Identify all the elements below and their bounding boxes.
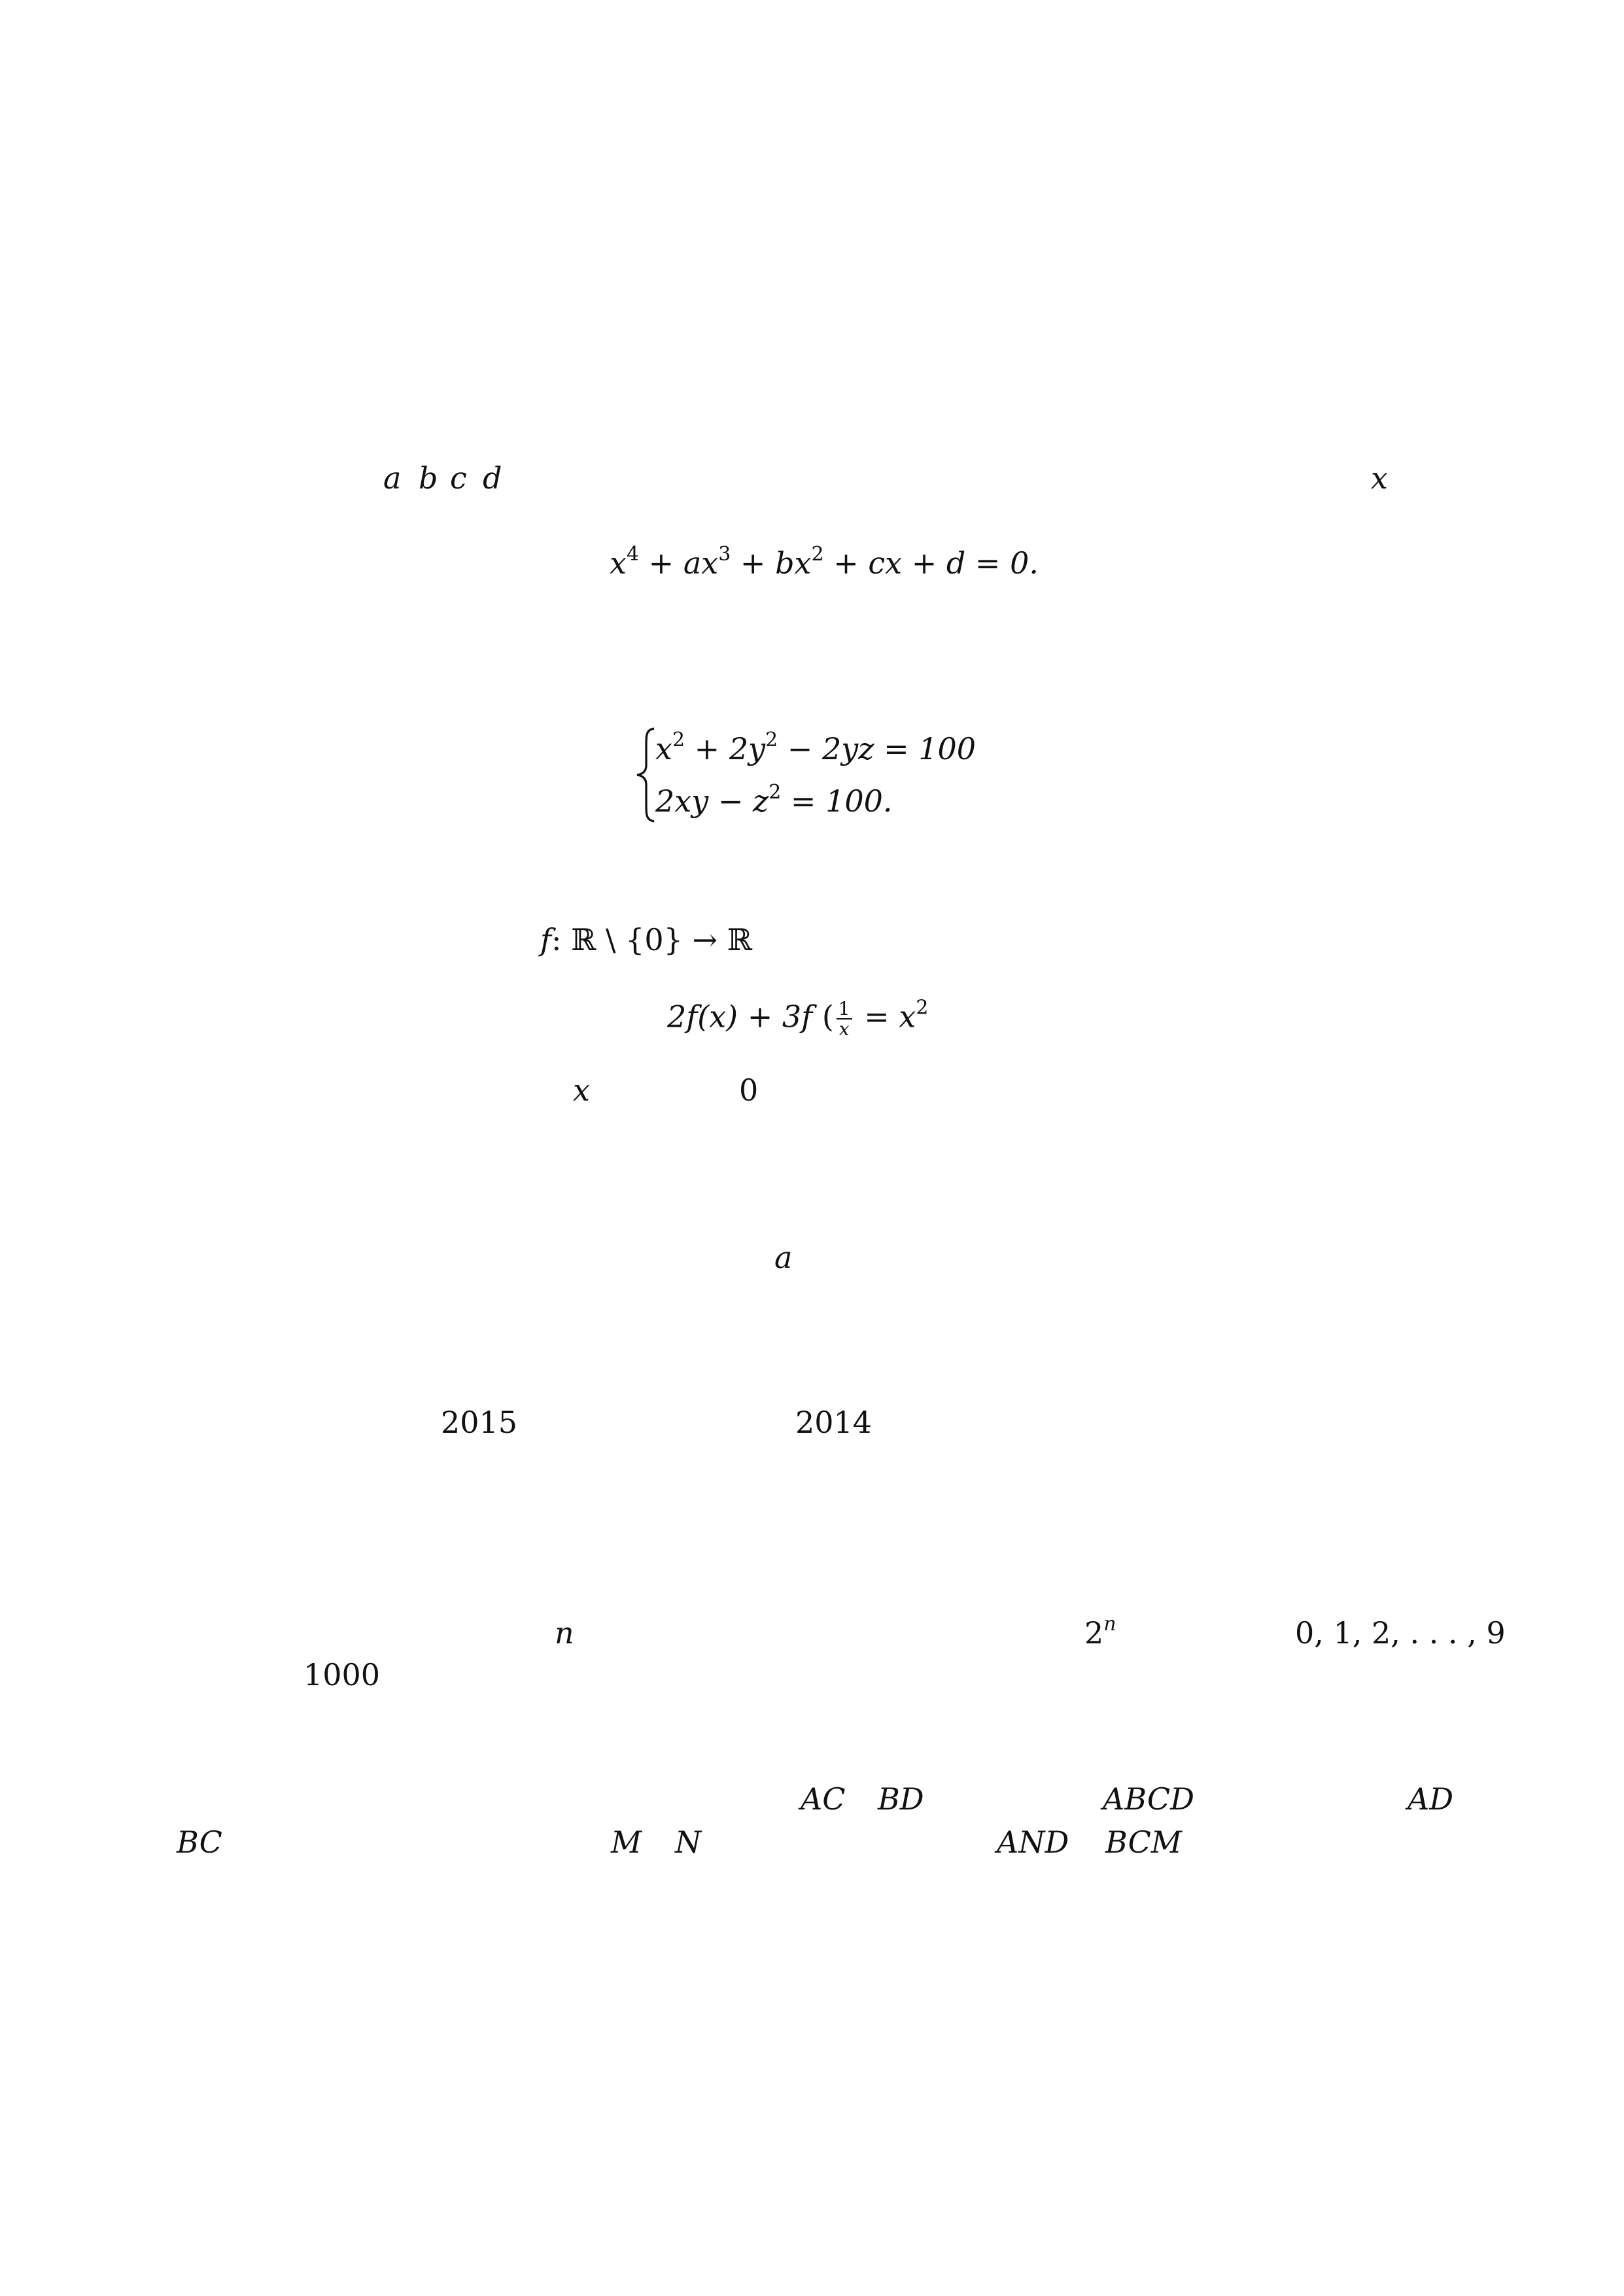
pow-base: 2 — [1084, 1615, 1104, 1651]
sys1-x: x — [655, 731, 672, 766]
var-d: d — [483, 460, 502, 496]
var-n: n — [555, 1615, 574, 1651]
var-a-p4: a — [774, 1240, 793, 1275]
var-x-p3: x — [573, 1072, 590, 1108]
point-n: N — [675, 1825, 702, 1860]
var-b: b — [419, 460, 438, 496]
number-2014: 2014 — [795, 1405, 872, 1440]
sys2-term2: = 100. — [781, 783, 893, 819]
var-c: c — [450, 460, 467, 496]
var-x: x — [1371, 460, 1388, 496]
func-f: f — [540, 922, 552, 957]
sys1-term2: − 2yz = 100 — [778, 731, 976, 766]
seg-bd: BD — [878, 1781, 924, 1817]
system-line-1: x2 + 2y2 − 2yz = 100 — [655, 730, 976, 766]
sys2-term1: 2xy − z — [655, 783, 769, 819]
system-line-2: 2xy − z2 = 100. — [655, 783, 893, 819]
sys1-pow-a: 2 — [672, 728, 685, 751]
eq-term2: + bx — [731, 545, 812, 581]
power-2n: 2n — [1084, 1615, 1116, 1651]
tri-bcm: BCM — [1105, 1825, 1182, 1860]
seg-bc: BC — [177, 1825, 222, 1860]
feq-pow: 2 — [916, 996, 929, 1019]
zero: 0 — [739, 1072, 759, 1108]
sys1-term1: + 2y — [685, 731, 766, 766]
digit-list: 0, 1, 2, . . . , 9 — [1295, 1615, 1506, 1651]
eq-term3: + cx + d = 0. — [823, 545, 1039, 581]
eq-pow3: 3 — [718, 543, 731, 566]
feq-paren: ( — [821, 999, 834, 1035]
pow-exp: n — [1103, 1613, 1116, 1636]
var-a: a — [383, 460, 402, 496]
system-brace — [636, 727, 655, 823]
quartic-equation: x4 + ax3 + bx2 + cx + d = 0. — [610, 545, 1039, 581]
seg-ac: AC — [801, 1781, 846, 1817]
frac-denominator: x — [838, 1018, 850, 1040]
eq-x: x — [610, 545, 627, 581]
number-2015: 2015 — [441, 1405, 518, 1440]
quad-abcd: ABCD — [1103, 1781, 1194, 1817]
eq-term1: + ax — [639, 545, 719, 581]
frac-numerator: 1 — [836, 999, 852, 1020]
tri-and: AND — [997, 1825, 1069, 1860]
number-1000: 1000 — [303, 1657, 381, 1692]
feq-right: = x — [854, 999, 916, 1035]
feq-left: 2f(x) + 3f — [667, 999, 822, 1035]
function-domain: f: ℝ \ {0} → ℝ — [540, 925, 752, 955]
func-domain-rest: : ℝ \ {0} → ℝ — [551, 922, 752, 957]
sys2-pow: 2 — [769, 781, 782, 804]
point-m: M — [611, 1825, 642, 1860]
eq-pow4: 4 — [626, 543, 640, 566]
eq-pow2: 2 — [811, 543, 824, 566]
sys1-pow-b: 2 — [765, 728, 778, 751]
seg-ad: AD — [1408, 1781, 1454, 1817]
